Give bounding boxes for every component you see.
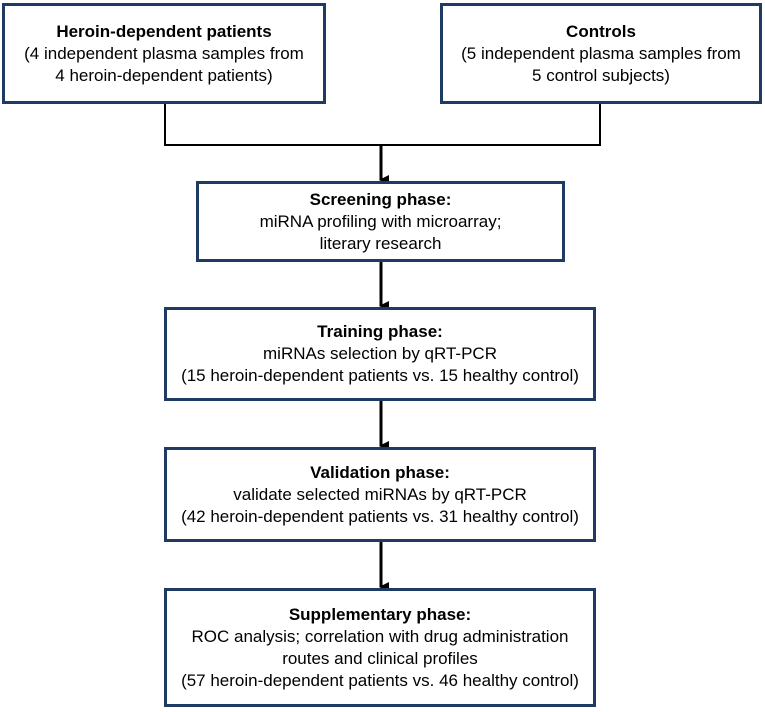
box-line: validate selected miRNAs by qRT-PCR — [233, 484, 527, 504]
box-title: Validation phase: — [310, 462, 450, 482]
box-title: Supplementary phase: — [288, 604, 472, 624]
box-line: (15 heroin-dependent patients vs. 15 hea… — [181, 366, 579, 385]
box-line: (57 heroin-dependent patients vs. 46 hea… — [181, 670, 579, 690]
box-title: Heroin-dependent patients — [56, 21, 272, 41]
box-line: ROC analysis; correlation with drug admi… — [191, 626, 569, 646]
box-line: 4 heroin-dependent patients) — [55, 65, 273, 85]
box-line: literary research — [319, 233, 442, 253]
box-line: routes and clinical profiles — [282, 648, 478, 668]
box-title: Screening phase: — [309, 189, 452, 209]
screening-phase-box: Screening phase: miRNA profiling with mi… — [196, 181, 565, 262]
box-line: (42 heroin-dependent patients vs. 31 hea… — [181, 506, 579, 526]
training-phase-box: Training phase: miRNAs selection by qRT-… — [164, 307, 596, 401]
controls-box: Controls (5 independent plasma samples f… — [440, 3, 762, 104]
box-line: miRNAs selection by qRT-PCR — [263, 344, 497, 363]
box-line: (5 independent plasma samples from — [461, 43, 741, 63]
validation-phase-box: Validation phase: validate selected miRN… — [164, 447, 596, 542]
box-title: Training phase: — [317, 322, 443, 341]
box-line: 5 control subjects) — [532, 65, 670, 85]
box-title: Controls — [566, 21, 636, 41]
supplementary-phase-box: Supplementary phase: ROC analysis; corre… — [164, 588, 596, 707]
heroin-dependent-patients-box: Heroin-dependent patients (4 independent… — [2, 3, 326, 104]
merge-connector — [164, 104, 601, 146]
box-line: (4 independent plasma samples from — [24, 43, 304, 63]
box-line: miRNA profiling with microarray; — [259, 211, 502, 231]
